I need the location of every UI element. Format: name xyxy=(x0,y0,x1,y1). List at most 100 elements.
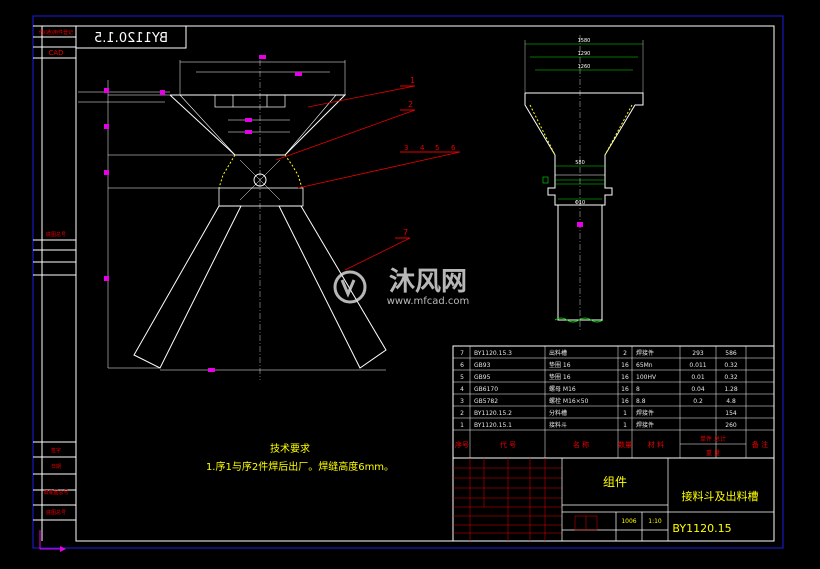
parts-cell-name: 垫圈 16 xyxy=(549,361,571,369)
header-weight-sub: 重 量 xyxy=(706,449,720,457)
header-note: 备 注 xyxy=(752,440,768,449)
parts-cell-total: 4.8 xyxy=(726,398,736,405)
parts-cell-mat: 100HV xyxy=(636,374,657,381)
side-view: 1580 1290 1260 580 Φ10 xyxy=(524,35,644,330)
parts-cell-no: 3 xyxy=(460,398,464,405)
balloon-4: 4 xyxy=(420,144,425,152)
balloon-1: 1 xyxy=(410,76,415,85)
parts-cell-unit: 0.2 xyxy=(693,398,703,405)
parts-cell-no: 5 xyxy=(460,374,464,381)
sheet-outer-border xyxy=(32,15,784,549)
header-code: 代 号 xyxy=(500,440,516,449)
parts-cell-mat: 8 xyxy=(636,386,640,393)
drawing-name: 接料斗及出料槽 xyxy=(682,489,759,503)
parts-cell-qty: 16 xyxy=(621,386,629,393)
tech-req-body: 1.序1与序2件焊后出厂。焊缝高度6mm。 xyxy=(206,460,394,473)
parts-cell-unit: 0.04 xyxy=(691,386,705,393)
parts-cell-qty: 1 xyxy=(623,422,627,429)
parts-cell-total: 0.32 xyxy=(724,362,738,369)
parts-cell-code: GB95 xyxy=(474,374,491,381)
header-name: 名 称 xyxy=(573,440,589,449)
side-dim-1580: 1580 xyxy=(578,38,591,44)
scale: 1:10 xyxy=(648,518,662,525)
parts-cell-total: 586 xyxy=(725,350,737,357)
header-material: 材 料 xyxy=(648,440,664,449)
parts-list-table: 7 BY1120.15.3 出料槽 2 焊接件 293 586 6 GB93 垫圈 16 16 65M… xyxy=(452,345,775,459)
parts-cell-name: 接料斗 xyxy=(549,421,567,429)
parts-cell-name: 螺栓 M16×50 xyxy=(549,397,589,405)
parts-cell-mat: 焊接件 xyxy=(636,409,654,417)
leader-3456 xyxy=(297,151,461,189)
parts-cell-qty: 16 xyxy=(621,374,629,381)
parts-cell-total: 154 xyxy=(725,410,737,417)
parts-cell-name: 垫圈 16 xyxy=(549,373,571,381)
front-view: 1 2 3 4 5 6 7 xyxy=(78,55,461,380)
margin-label-sign: 签字 xyxy=(51,447,61,454)
parts-cell-mat: 8.8 xyxy=(636,398,646,405)
balloon-5: 5 xyxy=(435,144,439,152)
side-hopper-outline xyxy=(524,92,644,206)
parts-cell-code: BY1120.15.2 xyxy=(474,410,512,417)
balloon-7: 7 xyxy=(403,228,408,237)
balloon-3: 3 xyxy=(404,144,408,152)
parts-cell-no: 7 xyxy=(460,350,464,357)
side-dim-1260: 1260 xyxy=(578,64,591,70)
watermark-url: www.mfcad.com xyxy=(387,296,470,307)
assembly-label: 组件 xyxy=(603,475,627,489)
margin-label-old-base: 旧底图总号 xyxy=(43,489,68,496)
parts-cell-total: 1.28 xyxy=(724,386,738,393)
parts-cell-code: BY1120.15.3 xyxy=(474,350,512,357)
parts-cell-total: 260 xyxy=(725,422,737,429)
header-no: 序号 xyxy=(455,440,469,449)
margin-label-base-no: 底图总号 xyxy=(46,231,66,238)
parts-cell-unit: 0.01 xyxy=(691,374,705,381)
margin-label-base-total: 底图总号 xyxy=(46,509,66,516)
total-weight: 1006 xyxy=(621,518,636,525)
distributor-box xyxy=(218,187,304,207)
parts-cell-qty: 16 xyxy=(621,398,629,405)
parts-cell-no: 6 xyxy=(460,362,464,369)
parts-cell-unit: 0.011 xyxy=(689,362,706,369)
parts-cell-unit: 293 xyxy=(692,350,704,357)
title-block: 组件 接料斗及出料槽 BY1120.15 1006 1:10 xyxy=(452,457,775,542)
parts-cell-mat: 65Mn xyxy=(636,362,653,369)
mirrored-code-box: BY1120.1.5 xyxy=(75,25,187,49)
side-dim-580: 580 xyxy=(575,160,585,166)
parts-cell-code: GB5782 xyxy=(474,398,498,405)
parts-cell-qty: 1 xyxy=(623,410,627,417)
parts-cell-total: 0.32 xyxy=(724,374,738,381)
balloon-2: 2 xyxy=(408,100,413,109)
leader-2 xyxy=(275,109,416,161)
parts-cell-code: GB93 xyxy=(474,362,491,369)
parts-cell-qty: 16 xyxy=(621,362,629,369)
parts-cell-name: 分料槽 xyxy=(549,409,567,417)
leader-7 xyxy=(344,237,411,271)
side-dim-phi10: Φ10 xyxy=(575,200,585,206)
left-margin-strip: 借(通)用件登记 CAD 底图总号 签字 日期 旧底图总号 底图总号 xyxy=(33,25,76,552)
parts-cell-no: 2 xyxy=(460,410,464,417)
watermark: 沐风网 www.mfcad.com xyxy=(333,267,470,307)
watermark-brand: 沐风网 xyxy=(389,267,467,297)
parts-cell-name: 螺母 M16 xyxy=(549,385,576,393)
parts-cell-name: 出料槽 xyxy=(549,349,567,357)
parts-cell-code: BY1120.15.1 xyxy=(474,422,512,429)
sheet-inner-frame xyxy=(75,25,775,542)
parts-cell-qty: 2 xyxy=(623,350,627,357)
drawing-number: BY1120.15 xyxy=(672,522,731,535)
header-weight: 单件 总计 xyxy=(700,435,726,443)
margin-label-register: 借(通)用件登记 xyxy=(39,29,73,36)
header-qty: 数量 xyxy=(618,440,632,449)
balloon-6: 6 xyxy=(451,144,456,152)
margin-label-cad: CAD xyxy=(48,49,63,57)
mirrored-drawing-code: BY1120.1.5 xyxy=(94,31,168,46)
margin-label-date: 日期 xyxy=(51,464,61,470)
parts-cell-mat: 焊接件 xyxy=(636,421,654,429)
leader-1 xyxy=(307,85,416,108)
parts-cell-no: 4 xyxy=(460,386,464,393)
side-dim-1290: 1290 xyxy=(578,51,591,57)
tech-req-title: 技术要求 xyxy=(270,442,310,455)
parts-cell-code: GB6170 xyxy=(474,386,498,393)
tech-requirements: 技术要求 1.序1与序2件焊后出厂。焊缝高度6mm。 xyxy=(206,442,394,473)
parts-cell-no: 1 xyxy=(460,422,464,429)
